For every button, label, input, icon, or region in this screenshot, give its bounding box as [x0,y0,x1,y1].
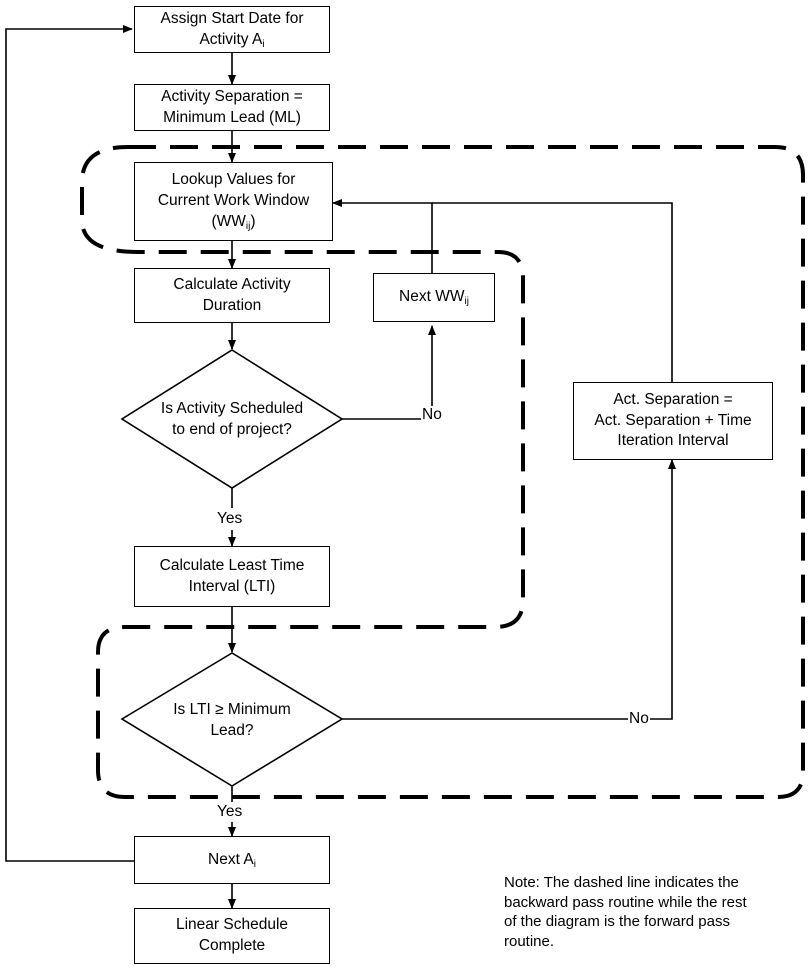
activity-separation-box: Activity Separation = Minimum Lead (ML) [134,84,330,131]
schedule-complete-box: Linear Schedule Complete [134,908,330,964]
calculate-duration-box: Calculate Activity Duration [134,268,330,323]
backward-pass-boundary-upper [80,145,805,799]
act-separation-update-box: Act. Separation = Act. Separation + Time… [573,382,773,460]
label-yes-lti: Yes [216,803,244,822]
edge-next-ww-to-lookup [332,199,433,273]
decision-lti-text: Is LTI ≥ Minimum Lead? [173,701,291,739]
lookup-values-box: Lookup Values for Current Work Window (W… [134,162,333,241]
next-ai-box: Next Ai [134,836,330,884]
edge-next-ai-loop [5,25,134,862]
label-no-scheduled: No [421,406,443,425]
label-no-lti: No [628,710,650,729]
label-yes-scheduled: Yes [216,510,244,529]
edge-act-sep-to-lookup [432,202,673,382]
next-ww-box: Next WWij [373,273,495,322]
diagram-note: Note: The dashed line indicates the back… [504,874,747,950]
calculate-lti-box: Calculate Least Time Interval (LTI) [134,546,330,607]
assign-start-date-box: Assign Start Date for Activity Ai [134,6,330,53]
decision-scheduled-text: Is Activity Scheduled to end of project? [160,400,304,438]
edge-scheduled-no-to-next-ww [342,325,436,420]
edge-lti-no-to-act-sep [342,459,676,720]
